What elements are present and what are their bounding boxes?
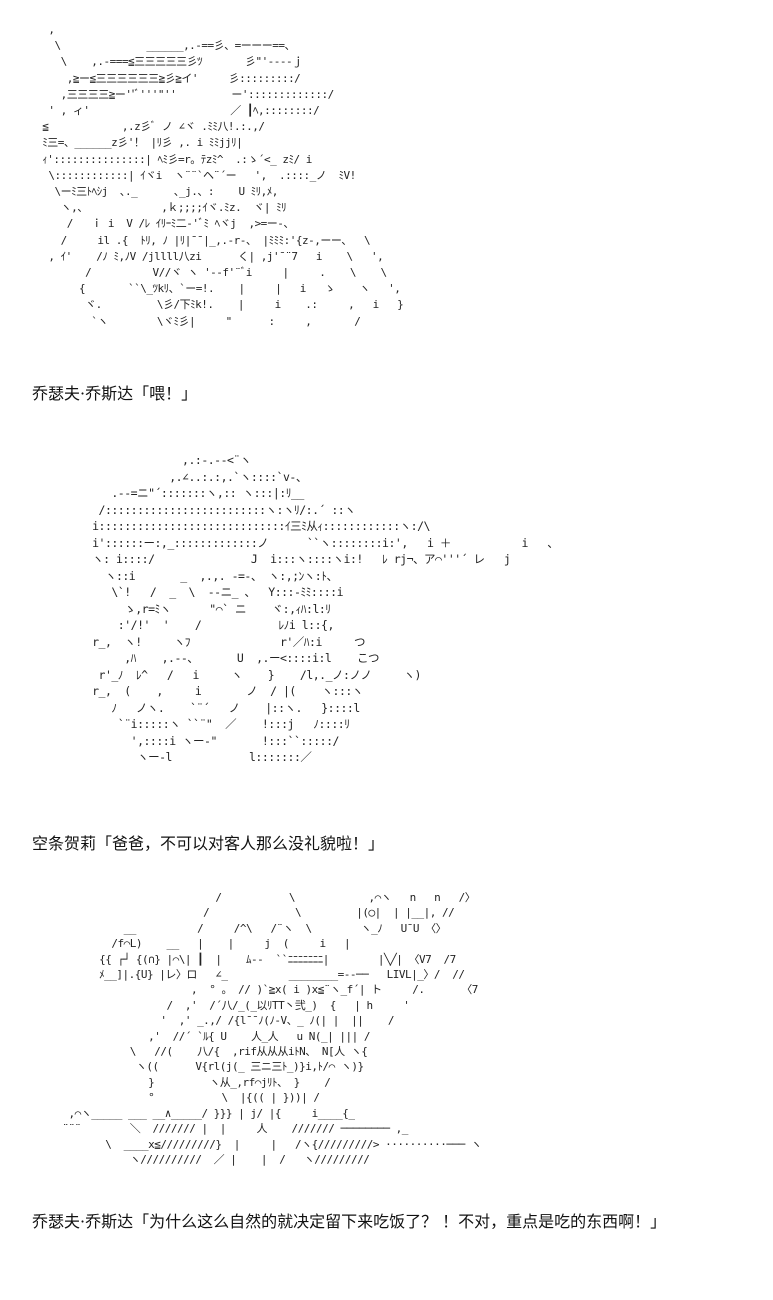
dialogue-line-joseph-hey: 乔瑟夫·乔斯达「喂！」 — [32, 384, 198, 403]
dialogue-line-joseph-dinner: 乔瑟夫·乔斯达「为什么这么自然的就决定留下来吃饭了？ ！不对，重点是吃的东西啊！… — [32, 1212, 667, 1231]
ascii-art-joseph-surprised: / \ ,⌒ヽ n n /〉 / \ |(◯| | |__|, // __ / … — [62, 891, 482, 1166]
ascii-art-holly-portrait: ,.:-.--<¨ヽ ,.∠..:.:,.`ヽ::::`v-、 .--=ニ"´:… — [92, 453, 559, 764]
dialogue-line-holly: 空条贺莉「爸爸，不可以对客人那么没礼貌啦！」 — [32, 834, 385, 853]
ascii-art-joseph-portrait: , \ ______,.-==彡、=ーーー==、 \ ,.-===≦三三三三三彡… — [42, 23, 404, 328]
